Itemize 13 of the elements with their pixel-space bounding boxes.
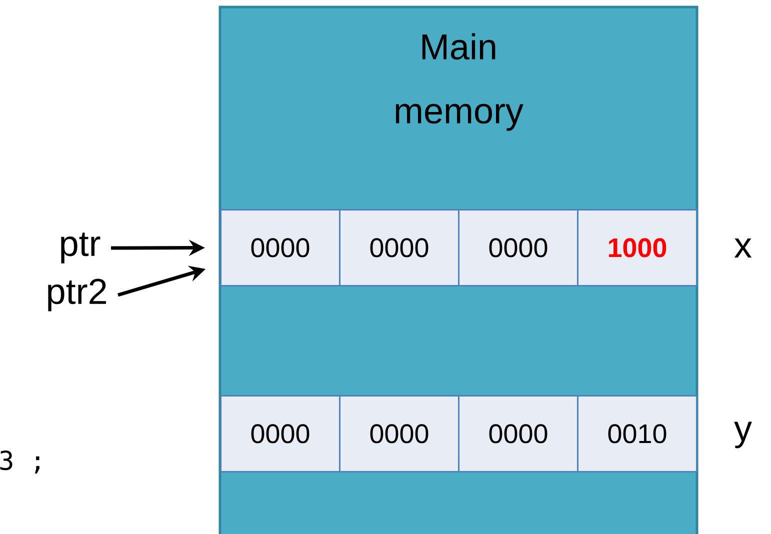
memory-cell: 0000 (339, 209, 460, 286)
memory-cell: 1000 (577, 209, 698, 286)
var-label: y (734, 422, 752, 448)
code-text: 3 ; (0, 450, 40, 474)
pointer-label: ptr2 (48, 278, 106, 312)
memory-cell: 0000 (458, 395, 578, 472)
memory-cell: 0000 (458, 209, 578, 286)
memory-cell: 0010 (577, 395, 698, 472)
memory-cell: 0000 (220, 395, 340, 472)
pointer-label: ptr (61, 232, 100, 264)
var-label: x (734, 238, 752, 258)
memory-cell: 0000 (220, 209, 340, 286)
memory-cell: 0000 (339, 395, 460, 472)
